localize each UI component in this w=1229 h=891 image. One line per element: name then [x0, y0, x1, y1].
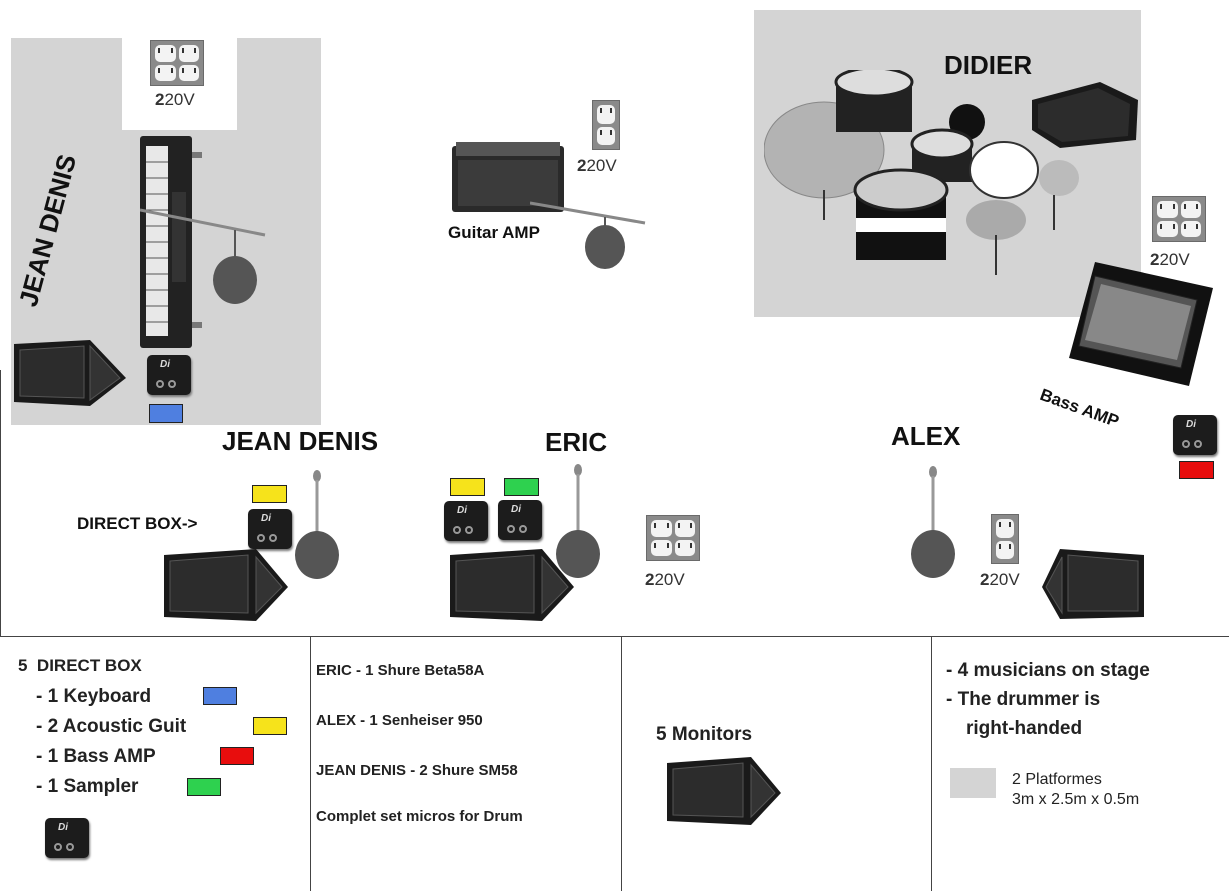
outlet-voltage: 220V: [1150, 250, 1190, 269]
legend-item: - 2 Acoustic Guit: [36, 716, 187, 737]
mic-stand-icon: [140, 208, 266, 304]
monitor-icon: [450, 549, 574, 621]
direct-box-icon: Di: [45, 818, 89, 858]
outlet-icon: [1152, 196, 1206, 242]
outlet-voltage: 220V: [577, 156, 617, 175]
guitar-amp-icon: [452, 142, 564, 212]
outlet-icon: [646, 515, 700, 561]
direct-box-icon: Di: [498, 500, 542, 540]
mic-stand-icon: [295, 470, 339, 579]
direct-box-legend-title: 5 DIRECT BOX: [18, 656, 142, 675]
platforms-label: 2 Platformes: [1012, 771, 1102, 788]
left-border: [0, 370, 1, 636]
direct-box-icon: Di: [248, 509, 292, 549]
notes-line: - The drummer is: [946, 689, 1101, 710]
bass-amp-label: Bass AMP: [1037, 385, 1122, 432]
monitor-icon: [164, 549, 288, 621]
notes-line: right-handed: [966, 718, 1083, 739]
drum-kit-icon: [764, 70, 1079, 275]
outlet-icon: [150, 40, 204, 86]
sampler-color-swatch: [504, 478, 539, 496]
platforms-size-label: 3m x 2.5m x 0.5m: [1012, 791, 1140, 808]
bass-amp-icon: [1069, 262, 1213, 386]
outlet-icon: [991, 514, 1019, 564]
monitors-count-label: 5 Monitors: [656, 724, 753, 745]
outlet-voltage: 220V: [155, 90, 195, 109]
monitor-icon: [1042, 549, 1144, 619]
bass-amp-color-swatch: [1179, 461, 1214, 479]
mic-list-item: Complet set micros for Drum: [316, 808, 523, 825]
notes-line: - 4 musicians on stage: [946, 660, 1150, 681]
mic-stand-icon: [530, 201, 646, 269]
mic-list-item: ERIC - 1 Shure Beta58A: [316, 662, 485, 679]
table-divider: [621, 636, 622, 891]
acoustic-guit-color-swatch: [450, 478, 485, 496]
monitor-icon: [667, 757, 781, 825]
outlet-voltage: 220V: [645, 570, 685, 589]
direct-box-icon: Di: [147, 355, 191, 395]
acoustic-guit-color-swatch: [252, 485, 287, 503]
acoustic-guit-color-swatch: [253, 717, 287, 735]
table-top-border: [0, 636, 1229, 637]
mic-list-item: JEAN DENIS - 2 Shure SM58: [316, 762, 518, 779]
mic-stand-icon: [556, 464, 600, 578]
mic-stand-icon: [911, 466, 955, 578]
table-divider: [310, 636, 311, 891]
platform-legend-swatch: [950, 768, 996, 798]
drummer-label: DIDIER: [944, 50, 1033, 80]
direct-box-icon: Di: [1173, 415, 1217, 455]
legend-item: - 1 Keyboard: [36, 686, 152, 707]
outlet-icon: [592, 100, 620, 150]
monitor-icon: [14, 340, 126, 406]
keyboard-icon: [140, 136, 202, 348]
musician-label-jean-denis: JEAN DENIS: [222, 426, 379, 456]
guitar-amp-label: Guitar AMP: [448, 223, 540, 242]
musician-label-alex: ALEX: [891, 421, 961, 451]
musician-label-eric: ERIC: [545, 427, 608, 457]
bass-amp-color-swatch: [220, 747, 254, 765]
keyboard-color-swatch: [203, 687, 237, 705]
mic-list-item: ALEX - 1 Senheiser 950: [316, 712, 483, 729]
direct-box-pointer-label: DIRECT BOX->: [77, 514, 198, 533]
outlet-voltage: 220V: [980, 570, 1020, 589]
drum-monitor-icon: [1032, 82, 1138, 148]
sampler-color-swatch: [187, 778, 221, 796]
table-divider: [931, 636, 932, 891]
legend-item: - 1 Bass AMP: [36, 746, 156, 767]
legend-item: - 1 Sampler: [36, 776, 139, 797]
direct-box-icon: Di: [444, 501, 488, 541]
keyboard-color-swatch: [149, 404, 183, 423]
